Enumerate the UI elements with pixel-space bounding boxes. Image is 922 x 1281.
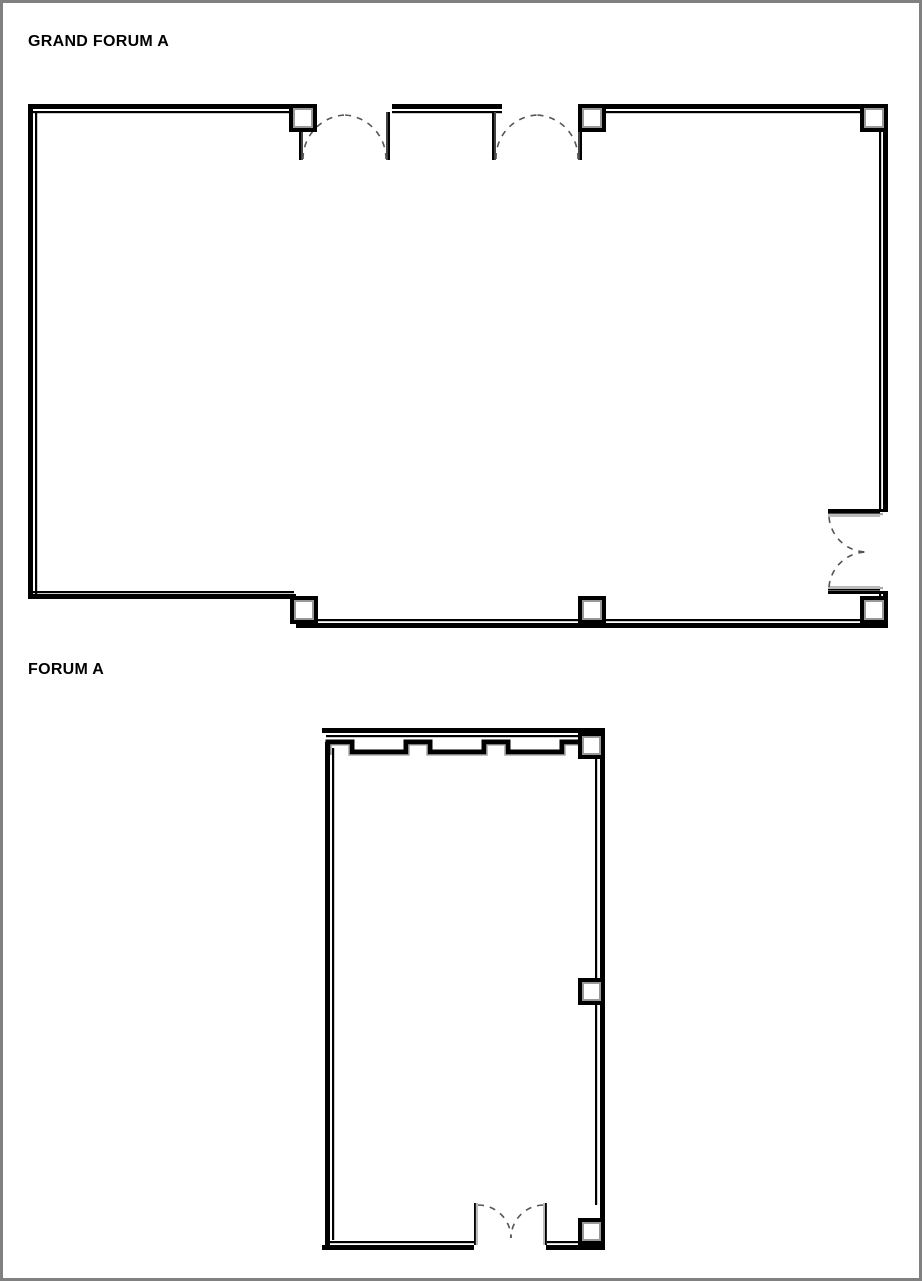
column [290, 596, 318, 624]
grand-forum-a-right-wall [828, 104, 888, 628]
column [860, 104, 888, 132]
grand-forum-a-left-wall [28, 104, 38, 599]
column [578, 978, 605, 1005]
grand-forum-a-bottom-wall [28, 591, 888, 628]
double-door-top-right [492, 112, 582, 160]
column [578, 596, 606, 624]
room-label-grand-forum-a: GRAND FORUM A [28, 33, 170, 50]
double-door-top-left [299, 112, 390, 160]
column [578, 732, 605, 759]
forum-a-bottom-wall [322, 1241, 605, 1250]
column [578, 104, 606, 132]
forum-a-top-wall-notched [325, 739, 589, 756]
forum-a-top-wall-outer [322, 728, 605, 738]
forum-a-left-wall [325, 742, 335, 1245]
columns-forum-a [578, 732, 605, 1245]
grand-forum-a-top-wall [28, 104, 888, 114]
room-forum-a [322, 728, 605, 1250]
column [578, 1218, 605, 1245]
room-label-forum-a: FORUM A [28, 661, 105, 678]
room-grand-forum-a [28, 104, 888, 628]
column [860, 596, 888, 624]
columns-grand-forum-a [289, 104, 888, 624]
column [289, 104, 317, 132]
double-door-right-wall [828, 512, 880, 591]
double-door-forum-a-bottom [474, 1203, 547, 1245]
